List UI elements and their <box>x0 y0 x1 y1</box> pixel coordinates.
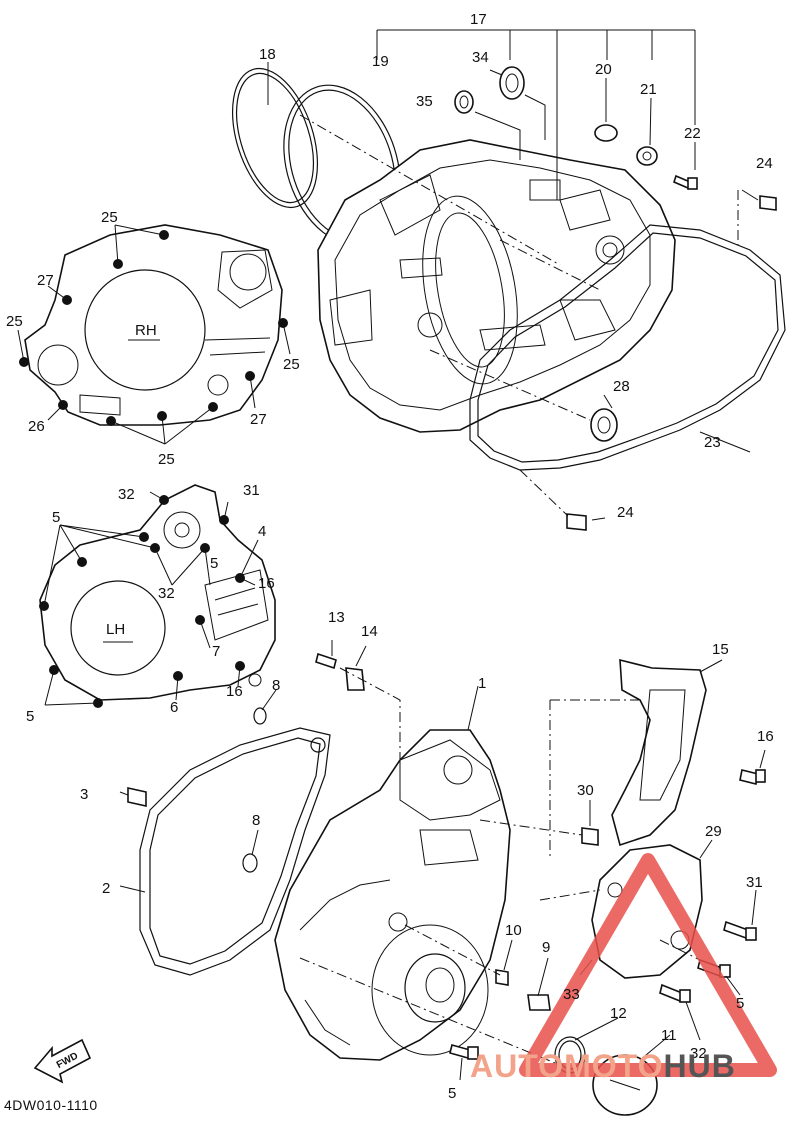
callout-30: 30 <box>577 782 594 799</box>
watermark-logo: AUTOMOTOHUB <box>470 1048 736 1085</box>
callout-34: 34 <box>472 49 489 66</box>
callout-25-top: 25 <box>101 209 118 226</box>
callout-15: 15 <box>712 641 729 658</box>
part-23-gasket <box>469 224 786 471</box>
callout-5-lh-top: 5 <box>52 509 60 526</box>
part-13-bolt <box>315 652 337 670</box>
part-28-bearing <box>590 408 618 442</box>
callout-31-top: 31 <box>243 482 260 499</box>
part-8-oring-b <box>242 853 258 873</box>
callout-25-left: 25 <box>6 313 23 330</box>
part-30-dowel <box>581 827 599 846</box>
part-10-seal <box>495 969 509 986</box>
callout-28: 28 <box>613 378 630 395</box>
callout-1: 1 <box>478 675 486 692</box>
callout-11: 11 <box>661 1027 677 1044</box>
callout-13: 13 <box>328 609 345 626</box>
callout-24-top: 24 <box>756 155 773 172</box>
rh-cover-reference-view <box>17 224 291 445</box>
part-5-bolt-b <box>449 1044 471 1059</box>
part-15-guard <box>611 658 707 847</box>
lh-cover-reference-view <box>39 484 276 708</box>
callout-lh: LH <box>106 621 125 638</box>
callout-32-mid: 32 <box>158 585 175 602</box>
callout-35: 35 <box>416 93 433 110</box>
callout-8-bottom: 8 <box>252 812 260 829</box>
part-34-seal <box>499 66 525 100</box>
callout-26: 26 <box>28 418 45 435</box>
callout-labels: 17 18 19 34 35 20 21 22 24 25 27 25 RH 2… <box>6 11 774 1102</box>
callout-12: 12 <box>610 1005 627 1022</box>
callout-16-lh-bottom: 16 <box>226 683 243 700</box>
callout-rh: RH <box>135 322 157 339</box>
callout-5-right: 5 <box>736 995 744 1012</box>
callout-16-lh-top: 16 <box>258 575 275 592</box>
part-24-dowel-top <box>759 195 777 211</box>
crankcase-cover-right-assembly <box>231 29 786 531</box>
watermark-text-part2: HUB <box>663 1048 736 1084</box>
callout-19: 19 <box>372 53 389 70</box>
callout-5-lh-mid: 5 <box>210 555 218 572</box>
callout-27-right: 27 <box>250 411 267 428</box>
part-2-gasket <box>139 727 331 976</box>
watermark-text-part1: AUTOMOTO <box>470 1048 664 1084</box>
callout-14: 14 <box>361 623 378 640</box>
part-32-bolt <box>659 983 683 1003</box>
callout-31-right: 31 <box>746 874 763 891</box>
callout-10: 10 <box>505 922 522 939</box>
callout-5-bottom: 5 <box>448 1085 456 1102</box>
callout-5-lh-bottom: 5 <box>26 708 34 725</box>
callout-4: 4 <box>258 523 266 540</box>
callout-21: 21 <box>640 81 657 98</box>
callout-6: 6 <box>170 699 178 716</box>
callout-17: 17 <box>470 11 487 28</box>
callout-9: 9 <box>542 939 550 956</box>
callout-22: 22 <box>684 125 701 142</box>
callout-7: 7 <box>212 643 220 660</box>
callout-20: 20 <box>595 61 612 78</box>
part-16-bolt <box>739 769 759 785</box>
callout-25-bottom: 25 <box>158 451 175 468</box>
callout-18: 18 <box>259 46 276 63</box>
callout-23: 23 <box>704 434 721 451</box>
callout-32-bottom: 32 <box>690 1045 707 1062</box>
callout-24-bottom: 24 <box>617 504 634 521</box>
diagram-code: 4DW010-1110 <box>4 1097 98 1113</box>
callout-16-right: 16 <box>757 728 774 745</box>
part-35-seal <box>454 90 474 114</box>
callout-27-left: 27 <box>37 272 54 289</box>
part-20-bush <box>594 124 618 142</box>
part-9-collar <box>527 994 551 1011</box>
callout-2: 2 <box>102 880 110 897</box>
forward-arrow-icon: FWD <box>33 1038 92 1084</box>
part-14-clip <box>345 667 365 691</box>
crankcase-cover-left-assembly <box>119 640 766 1116</box>
part-31-bolt <box>723 920 749 940</box>
part-21-washer <box>636 146 658 166</box>
part-24-dowel-bottom <box>566 513 587 531</box>
callout-33: 33 <box>563 986 580 1003</box>
callout-29: 29 <box>705 823 722 840</box>
watermark-triangle-icon <box>519 853 777 1077</box>
part-18-ring <box>231 67 319 209</box>
part-3-dowel <box>127 787 147 807</box>
callout-3: 3 <box>80 786 88 803</box>
callout-25-right: 25 <box>283 356 300 373</box>
part-1-cover-body <box>274 729 511 1061</box>
callout-8-top: 8 <box>272 677 280 694</box>
callout-32-top: 32 <box>118 486 135 503</box>
part-8-oring-a <box>253 707 267 725</box>
part-17-cover-body <box>317 139 676 433</box>
